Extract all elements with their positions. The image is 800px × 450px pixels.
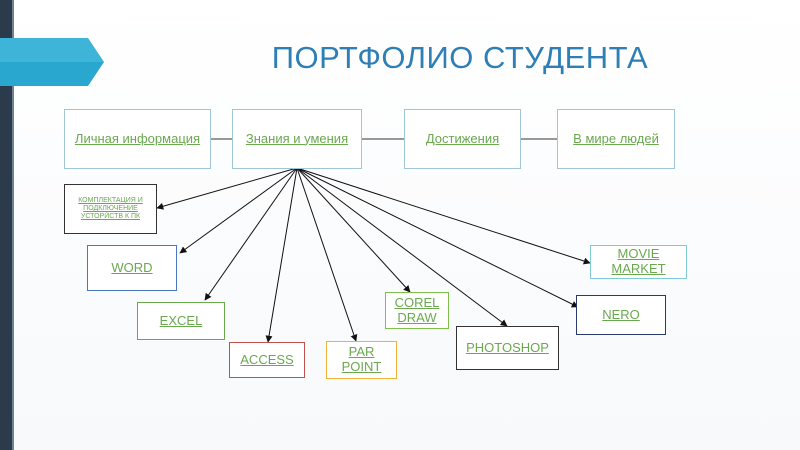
arrow-to-word	[179, 167, 298, 254]
box-achievements: Достижения	[404, 109, 521, 169]
box-moviemarket: MOVIE MARKET	[590, 245, 687, 279]
box-excel: EXCEL	[137, 302, 225, 340]
arrow-to-coreldraw	[296, 167, 411, 293]
box-coreldraw: COREL DRAW	[385, 292, 449, 329]
box-access: ACCESS	[229, 342, 305, 378]
page-title: ПОРТФОЛИО СТУДЕНТА	[271, 40, 649, 75]
arrow-to-access	[265, 167, 298, 343]
box-pc-assembly: КОМПЛЕКТАЦИЯ И ПОДКЛЮЧЕНИЕ УСТОРЙСТВ К П…	[64, 184, 157, 234]
arrow-to-excel	[204, 167, 298, 301]
box-nero: NERO	[576, 295, 666, 335]
box-word: WORD	[87, 245, 177, 291]
title-accent-shape	[0, 38, 104, 86]
arrow-to-parpoint	[296, 167, 358, 342]
arrow-to-nero	[296, 167, 579, 308]
arrow-to-moviemarket	[296, 167, 591, 265]
box-personal-info: Личная информация	[64, 109, 211, 169]
box-parpoint: PAR POINT	[326, 341, 397, 379]
arrow-to-photoshop	[296, 167, 508, 327]
box-photoshop: PHOTOSHOP	[456, 326, 559, 370]
slide-left-bar-stripe	[12, 0, 14, 450]
slide-left-bar	[0, 0, 12, 450]
box-knowledge-skills: Знания и умения	[232, 109, 362, 169]
box-among-people: В мире людей	[557, 109, 675, 169]
arrow-to-pc	[156, 167, 298, 210]
